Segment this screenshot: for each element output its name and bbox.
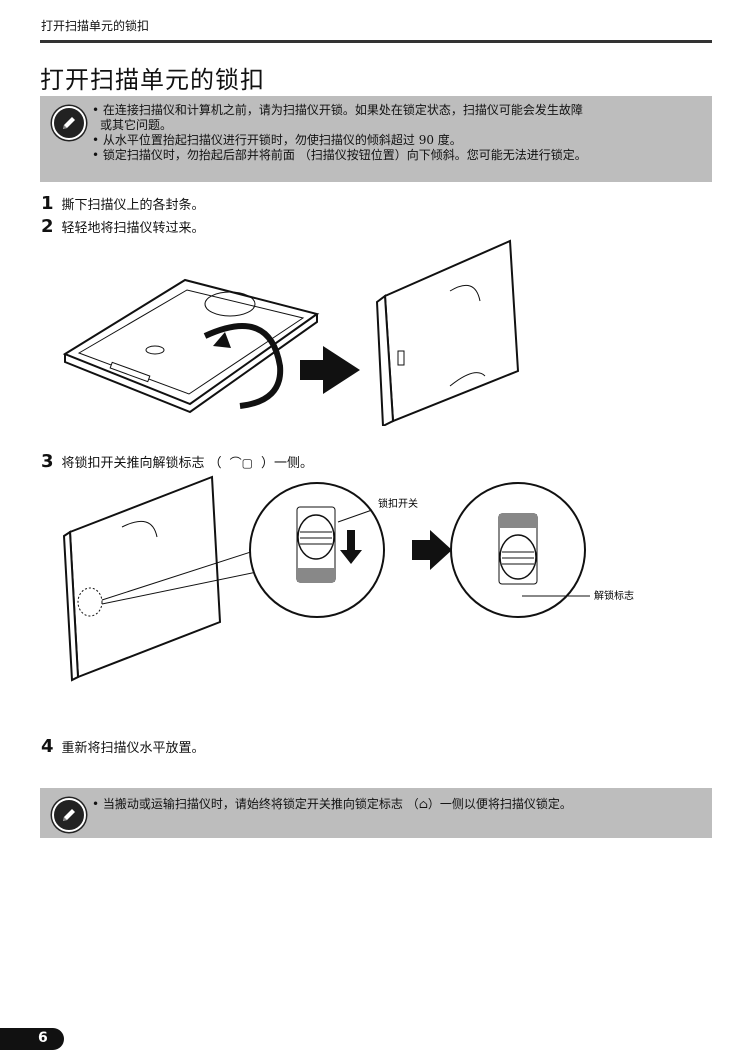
step-text-after: ）一侧。 <box>261 456 314 471</box>
note-1-item: • 锁定扫描仪时，勿抬起后部并将前面 （扫描仪按钮位置）向下倾斜。您可能无法进行… <box>92 148 587 162</box>
note-2-text-after: ）一侧以便将扫描仪锁定。 <box>427 797 572 811</box>
step-2: 2 轻轻地将扫描仪转过来。 <box>41 216 205 237</box>
step-text: 重新将扫描仪水平放置。 <box>61 741 205 756</box>
note-1-item: • 从水平位置抬起扫描仪进行开锁时，勿使扫描仪的倾斜超过 90 度。 <box>92 133 462 147</box>
page-number-tab: 6 <box>0 1028 64 1050</box>
note-2-text: • 当搬动或运输扫描仪时，请始终将锁定开关推向锁定标志 （⌂）一侧以便将扫描仪锁… <box>92 797 707 812</box>
rotate-scanner-illustration <box>62 239 520 426</box>
unlock-symbol-icon: ⌒▢ <box>229 456 254 470</box>
right-arrow-icon <box>300 346 360 394</box>
note-box-1: • 在连接扫描仪和计算机之前，请为扫描仪开锁。如果处在锁定状态，扫描仪可能会发生… <box>40 96 712 182</box>
note-2-text-before: • 当搬动或运输扫描仪时，请始终将锁定开关推向锁定标志 （ <box>92 797 419 811</box>
step-text-before: 将锁扣开关推向解锁标志 （ <box>61 456 222 471</box>
pencil-note-icon <box>52 106 86 140</box>
header-title: 打开扫描单元的锁扣 <box>41 19 150 33</box>
note-1-text: • 在连接扫描仪和计算机之前，请为扫描仪开锁。如果处在锁定状态，扫描仪可能会发生… <box>92 103 702 163</box>
pencil-note-icon <box>52 798 86 832</box>
step-4: 4 重新将扫描仪水平放置。 <box>41 736 205 757</box>
step-1: 1 撕下扫描仪上的各封条。 <box>41 193 205 214</box>
flat-scanner-drawing <box>62 278 320 414</box>
step-number: 1 <box>41 193 54 214</box>
step-number: 2 <box>41 216 54 237</box>
lock-symbol-icon: ⌂ <box>418 797 428 811</box>
step-number: 3 <box>41 451 54 472</box>
page-number: 6 <box>38 1030 48 1046</box>
scanner-side-drawing <box>62 475 258 682</box>
unlock-mark-label: 解锁标志 <box>594 589 634 602</box>
step-text: 撕下扫描仪上的各封条。 <box>61 198 205 213</box>
page-title: 打开扫描单元的锁扣 <box>40 66 265 94</box>
rotated-scanner-drawing <box>375 239 520 426</box>
header-rule <box>40 40 712 43</box>
step-number: 4 <box>41 736 54 757</box>
curved-arrow-icon <box>203 323 284 409</box>
note-1-item: • 在连接扫描仪和计算机之前，请为扫描仪开锁。如果处在锁定状态，扫描仪可能会发生… <box>92 103 583 117</box>
right-arrow-icon <box>412 530 452 570</box>
step-3: 3 将锁扣开关推向解锁标志 （ ⌒▢ ）一侧。 <box>41 451 313 472</box>
unlock-switch-illustration: 锁扣开关 解锁标志 <box>62 475 634 682</box>
note-box-2: • 当搬动或运输扫描仪时，请始终将锁定开关推向锁定标志 （⌂）一侧以便将扫描仪锁… <box>40 788 712 838</box>
down-arrow-icon <box>340 530 362 564</box>
note-1-item: 或其它问题。 <box>100 118 173 132</box>
step-text: 轻轻地将扫描仪转过来。 <box>61 221 205 236</box>
lock-switch-label: 锁扣开关 <box>378 497 418 510</box>
